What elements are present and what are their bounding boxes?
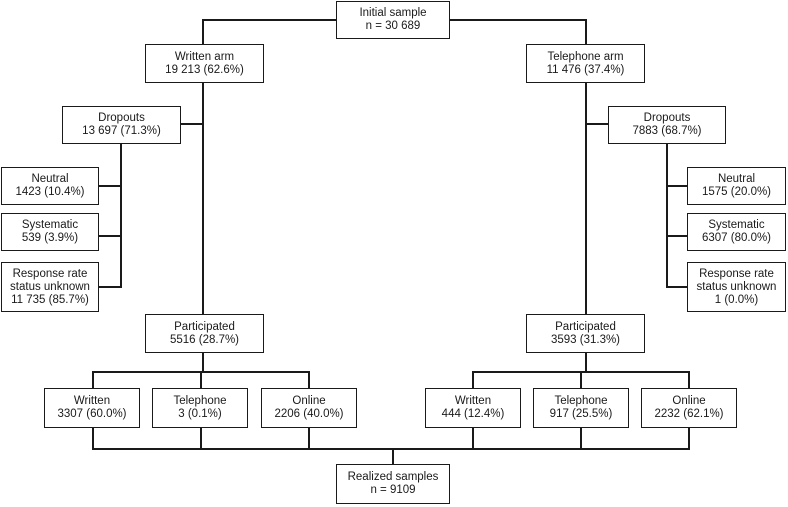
- right-systematic-count: 6307 (80.0%): [701, 232, 772, 244]
- left-online-count: 2206 (40.0%): [274, 408, 344, 420]
- right-online-count: 2232 (62.1%): [654, 408, 724, 420]
- initial-sample-box: Initial sample n = 30 689: [336, 1, 450, 39]
- left-online-box: Online 2206 (40.0%): [261, 388, 357, 428]
- right-written-label: Written: [454, 395, 492, 407]
- left-systematic-count: 539 (3.9%): [21, 232, 79, 244]
- right-neutral-label: Neutral: [717, 173, 756, 185]
- left-neutral-count: 1423 (10.4%): [15, 186, 85, 198]
- left-written-box: Written 3307 (60.0%): [44, 388, 140, 428]
- left-unknown-box: Response rate status unknown 11 735 (85.…: [1, 262, 99, 312]
- realized-samples-box: Realized samples n = 9109: [336, 464, 450, 504]
- left-telephone-count: 3 (0.1%): [178, 408, 222, 420]
- left-telephone-label: Telephone: [173, 395, 227, 407]
- right-online-box: Online 2232 (62.1%): [641, 388, 737, 428]
- left-dropouts-box: Dropouts 13 697 (71.3%): [62, 106, 181, 144]
- written-arm-count: 19 213 (62.6%): [165, 63, 244, 76]
- right-dropouts-box: Dropouts 7883 (68.7%): [608, 106, 726, 144]
- right-unknown-label-2: status unknown: [696, 280, 777, 293]
- right-neutral-count: 1575 (20.0%): [701, 186, 772, 198]
- right-participated-count: 3593 (31.3%): [550, 333, 621, 346]
- right-unknown-count: 1 (0.0%): [714, 293, 759, 306]
- left-unknown-label-1: Response rate: [12, 267, 88, 280]
- right-telephone-count: 917 (25.5%): [549, 408, 613, 420]
- right-dropouts-label: Dropouts: [643, 112, 691, 124]
- right-systematic-label: Systematic: [708, 219, 765, 231]
- right-written-box: Written 444 (12.4%): [425, 388, 521, 428]
- left-participated-box: Participated 5516 (28.7%): [145, 314, 264, 353]
- right-participated-box: Participated 3593 (31.3%): [526, 314, 645, 353]
- left-dropouts-count: 13 697 (71.3%): [82, 125, 161, 137]
- written-arm-label: Written arm: [174, 50, 235, 63]
- telephone-arm-count: 11 476 (37.4%): [546, 63, 625, 76]
- telephone-arm-label: Telephone arm: [547, 50, 624, 63]
- right-dropouts-count: 7883 (68.7%): [632, 125, 702, 137]
- left-unknown-count: 11 735 (85.7%): [11, 293, 89, 306]
- left-systematic-box: Systematic 539 (3.9%): [1, 213, 99, 251]
- left-neutral-box: Neutral 1423 (10.4%): [1, 167, 99, 205]
- initial-sample-label: Initial sample: [359, 7, 427, 19]
- right-unknown-box: Response rate status unknown 1 (0.0%): [687, 262, 786, 312]
- written-arm-box: Written arm 19 213 (62.6%): [145, 44, 264, 83]
- left-dropouts-label: Dropouts: [98, 112, 145, 124]
- realized-samples-label: Realized samples: [347, 471, 439, 483]
- left-written-label: Written: [73, 395, 111, 407]
- left-online-label: Online: [292, 395, 326, 407]
- right-telephone-box: Telephone 917 (25.5%): [533, 388, 629, 428]
- right-neutral-box: Neutral 1575 (20.0%): [687, 167, 786, 205]
- initial-sample-count: n = 30 689: [365, 20, 421, 32]
- right-systematic-box: Systematic 6307 (80.0%): [687, 213, 786, 251]
- right-telephone-label: Telephone: [554, 395, 608, 407]
- left-unknown-label-2: status unknown: [10, 280, 90, 293]
- left-written-count: 3307 (60.0%): [57, 408, 127, 420]
- right-written-count: 444 (12.4%): [441, 408, 505, 420]
- left-participated-label: Participated: [174, 320, 235, 333]
- left-telephone-box: Telephone 3 (0.1%): [152, 388, 248, 428]
- left-neutral-label: Neutral: [31, 173, 69, 185]
- right-participated-label: Participated: [555, 320, 616, 333]
- realized-samples-count: n = 9109: [370, 484, 416, 496]
- right-unknown-label-1: Response rate: [699, 267, 774, 280]
- left-participated-count: 5516 (28.7%): [169, 333, 240, 346]
- right-online-label: Online: [672, 395, 706, 407]
- telephone-arm-box: Telephone arm 11 476 (37.4%): [526, 44, 645, 83]
- left-systematic-label: Systematic: [21, 219, 79, 231]
